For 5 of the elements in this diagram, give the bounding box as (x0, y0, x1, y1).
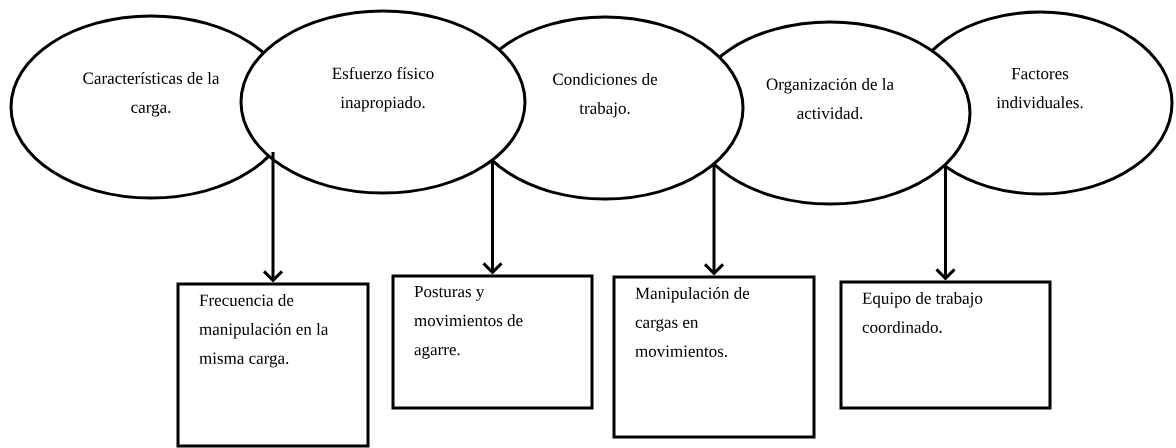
description-box: Equipo de trabajo coordinado. (839, 280, 1052, 410)
description-box: Manipulación de cargas en movimientos. (612, 275, 816, 439)
description-box: Posturas y movimientos de agarre. (391, 274, 594, 410)
description-box: Frecuencia de manipulación en la misma carga. (176, 282, 370, 448)
arrow (482, 159, 503, 275)
